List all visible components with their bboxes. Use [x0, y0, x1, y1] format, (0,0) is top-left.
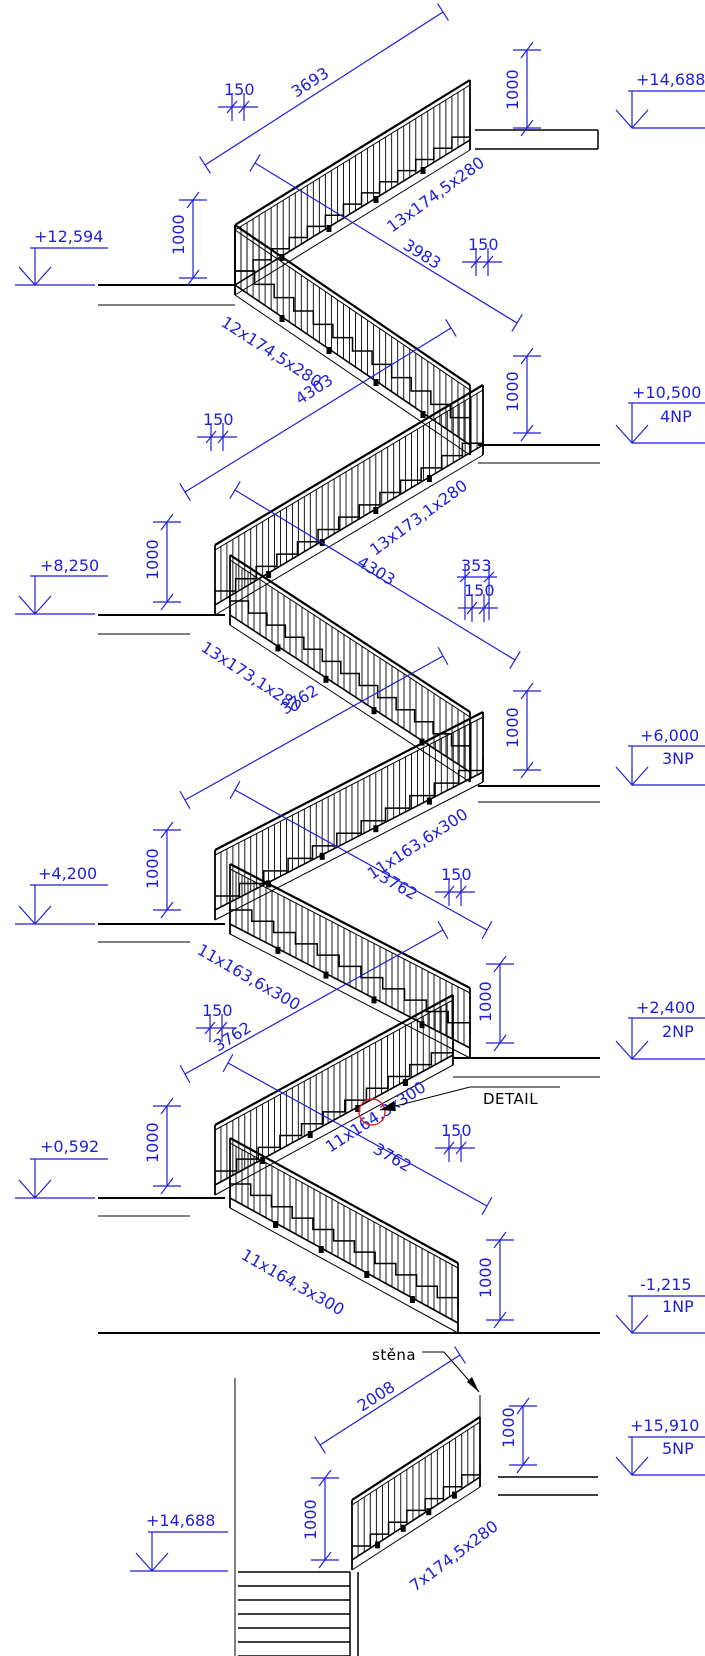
- railing-height-label: 1000: [143, 539, 162, 580]
- level-marker-10500: +10,500 4NP: [615, 383, 705, 444]
- railing-height-dimension: 1000: [499, 1397, 537, 1474]
- offset-label: 150: [441, 865, 472, 884]
- offset-label: 150: [468, 235, 499, 254]
- stair-flight: [214, 711, 484, 921]
- stair-flights: [214, 79, 484, 1571]
- level-marker-14688-bottom: +14,688: [130, 1511, 228, 1572]
- stair-flight: [229, 863, 471, 1059]
- level-marker-8250: +8,250: [15, 556, 108, 615]
- detail-label: DETAIL: [483, 1090, 538, 1108]
- railing-height-dimension: 1000: [476, 1231, 514, 1329]
- level-marker-0592: +0,592: [15, 1137, 108, 1199]
- lower-step-stack: [238, 1571, 359, 1656]
- level-value: +14,688: [146, 1511, 215, 1530]
- level-marker-minus-1215: -1,215 1NP: [615, 1275, 705, 1334]
- railing-height-label: 1000: [169, 214, 188, 255]
- offset-dimension: 150: [196, 1001, 236, 1042]
- wall-label: stěna: [372, 1346, 416, 1364]
- offset-label: 150: [202, 1001, 233, 1020]
- railing-height-label: 1000: [143, 848, 162, 889]
- railing-height-dimension: 1000: [143, 821, 181, 919]
- floor-label: 2NP: [662, 1022, 694, 1041]
- railing-height-label: 1000: [503, 69, 522, 110]
- floor-lines: [98, 129, 600, 1656]
- offset-dimension: 150: [458, 581, 498, 622]
- railing-height-dimension: 1000: [476, 955, 514, 1052]
- offset-dimension: 150: [435, 865, 475, 906]
- railing-height-dimension: 1000: [169, 191, 207, 287]
- level-marker-15910: +15,910 5NP: [615, 1416, 705, 1476]
- railing-height-label: 1000: [476, 1257, 495, 1298]
- detail-callout: DETAIL: [358, 1086, 560, 1126]
- offset-dimension: 150: [197, 410, 237, 451]
- floor-label: 3NP: [662, 749, 694, 768]
- flight-length-label: 3762: [210, 1018, 255, 1056]
- flight-length-dimension: 3762: [229, 780, 493, 940]
- stair-flight: [351, 1416, 481, 1571]
- flight-length-label: 3693: [288, 63, 332, 101]
- offset-dimension: 150: [462, 235, 502, 276]
- railing-height-dimension: 1000: [503, 41, 541, 137]
- railing-height-label: 1000: [301, 1499, 320, 1540]
- offset-label: 150: [203, 410, 234, 429]
- stair-flight: [229, 554, 471, 783]
- level-value: +8,250: [40, 556, 99, 575]
- flight-steps-label: 7x174,5x280: [406, 1517, 502, 1596]
- level-marker-2400: +2,400 2NP: [615, 998, 705, 1060]
- level-value: +2,400: [636, 998, 695, 1017]
- flight-length-label: 3983: [400, 235, 445, 273]
- offset-label: 150: [464, 581, 495, 600]
- railing-height-dimension: 1000: [143, 513, 181, 611]
- railing-height-label: 1000: [143, 1122, 162, 1163]
- offset-label: 150: [441, 1121, 472, 1140]
- floor-label: 4NP: [660, 407, 692, 426]
- stair-flight: [214, 994, 454, 1196]
- level-value: +12,594: [34, 227, 103, 246]
- offset-label-353: 353: [461, 556, 492, 575]
- level-value: -1,215: [640, 1275, 692, 1294]
- detail-marker: [358, 1098, 386, 1126]
- offset-dimension: 150: [218, 80, 258, 121]
- offset-label: 150: [224, 80, 255, 99]
- railing-height-dimensions: 1000 1000 1000 1000 1000 1000 1000 1000 1000 1000…: [143, 41, 541, 1569]
- level-marker-4200: +4,200: [15, 864, 108, 925]
- level-marker-14688-top: +14,688: [615, 70, 705, 129]
- level-value: +6,000: [640, 726, 699, 745]
- level-marker-6000: +6,000 3NP: [615, 726, 705, 786]
- flight-length-label: 3762: [370, 1139, 415, 1176]
- stair-flight: [234, 224, 471, 456]
- level-value: +10,500: [632, 383, 701, 402]
- railing-height-dimension: 1000: [301, 1469, 339, 1569]
- stair-flight: [214, 384, 484, 616]
- level-marker-12594: +12,594: [15, 227, 108, 286]
- level-value: +15,910: [630, 1416, 699, 1435]
- railing-height-label: 1000: [476, 981, 495, 1022]
- floor-label: 1NP: [662, 1297, 694, 1316]
- flight-steps-label: 11x164,3x300: [238, 1245, 348, 1319]
- level-value: +4,200: [38, 864, 97, 883]
- railing-height-label: 1000: [499, 1407, 518, 1448]
- offset-dimension-353: 353: [457, 556, 497, 620]
- level-value: +0,592: [40, 1137, 99, 1156]
- railing-height-dimension: 1000: [503, 682, 541, 779]
- railing-height-label: 1000: [503, 371, 522, 412]
- railing-height-dimension: 1000: [503, 347, 541, 442]
- level-value: +14,688: [636, 70, 705, 89]
- flight-steps-label: 13x173,1x280: [198, 637, 305, 716]
- offset-dimension: 150: [435, 1121, 475, 1162]
- flight-steps-label: 12x174,5x280: [218, 312, 325, 391]
- stair-flight: [229, 1137, 459, 1334]
- railing-height-label: 1000: [503, 707, 522, 748]
- railing-height-dimension: 1000: [143, 1097, 181, 1195]
- floor-label: 5NP: [662, 1439, 694, 1458]
- wall-callout: stěna: [372, 1346, 480, 1393]
- stair-flight: [234, 79, 471, 296]
- offset-dimensions: 150 150 150 150 150 150 150 353: [196, 80, 502, 1162]
- flight-steps-label: 13x174,5x280: [383, 153, 488, 236]
